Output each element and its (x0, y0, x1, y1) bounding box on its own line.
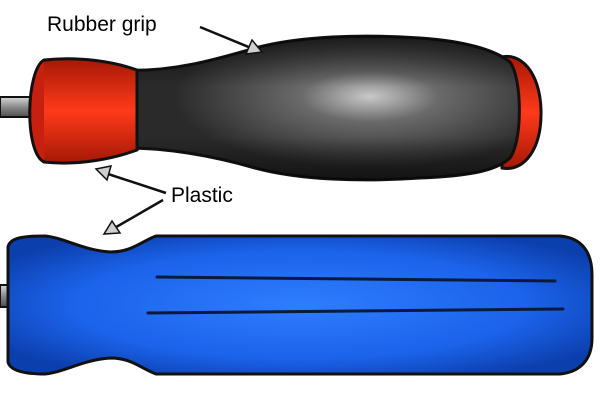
plastic-handle-groove-top (155, 275, 557, 283)
plastic-handle-body (6, 234, 594, 376)
plastic-handle-groove-bottom (146, 307, 565, 315)
plastic-handle-screwdriver (0, 234, 594, 376)
rubber-grip-shading (126, 36, 520, 180)
rubber-grip-screwdriver (0, 34, 543, 182)
plastic-arrow-to-top-collar (94, 165, 167, 195)
top-handle-front-collar (34, 57, 139, 165)
plastic-label: Plastic (171, 184, 233, 207)
plastic-arrow-to-bottom-handle (102, 198, 164, 235)
rubber-grip-arrow (199, 25, 264, 55)
top-handle-front-rim (28, 58, 45, 164)
top-shaft (0, 96, 33, 118)
rubber-grip-label: Rubber grip (47, 13, 157, 36)
callout-arrows (94, 25, 264, 235)
